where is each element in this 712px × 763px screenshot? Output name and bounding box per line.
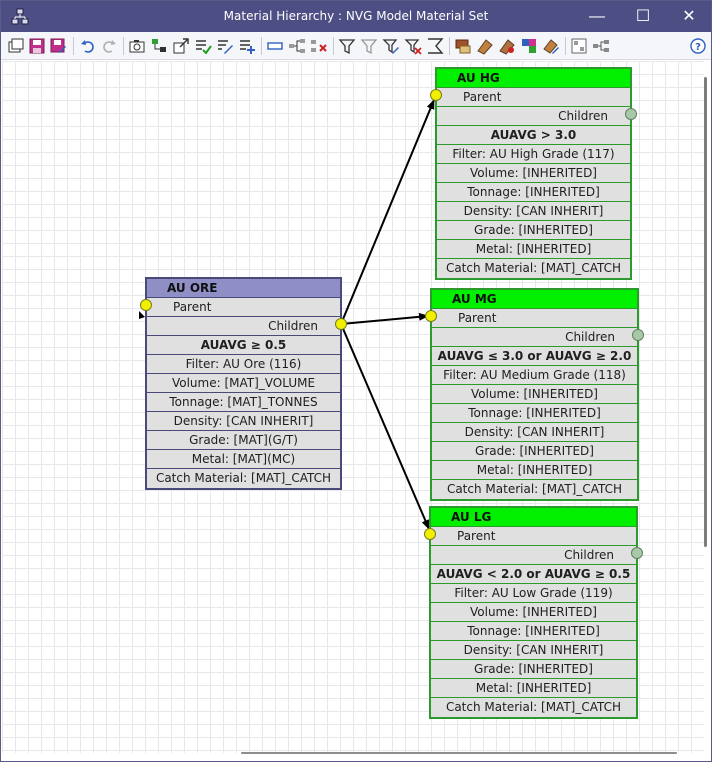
close-button[interactable]: ✕ [682, 8, 696, 25]
parent-connector[interactable] [425, 310, 437, 322]
catch-material-value: Catch Material: [MAT]_CATCH [445, 261, 622, 275]
tree-icon[interactable] [150, 37, 168, 55]
undo-icon[interactable] [79, 37, 97, 55]
svg-text:?: ? [695, 42, 701, 53]
funnel-sum-icon[interactable] [426, 37, 444, 55]
children-port-label: Children [437, 107, 630, 126]
children-port-label: Children [432, 328, 637, 347]
new-window-icon[interactable] [7, 37, 25, 55]
filter-icon[interactable] [338, 37, 356, 55]
node-au-lg[interactable]: AU LG Parent Children AUAVG < 2.0 or AUA… [429, 506, 638, 719]
node-title[interactable]: AU LG [431, 508, 636, 527]
rule-expression: AUAVG ≥ 0.5 [147, 336, 340, 355]
filter-value: Filter: AU High Grade (117) [437, 145, 630, 164]
grade-value: Grade: [MAT](G/T) [147, 431, 340, 450]
tonnage-value: Tonnage: [INHERITED] [437, 183, 630, 202]
tonnage-value: Tonnage: [INHERITED] [432, 404, 637, 423]
hierarchy-icon[interactable] [288, 37, 306, 55]
pencil-icon[interactable] [216, 37, 234, 55]
parent-port-label: Parent [432, 309, 637, 328]
checklist-icon[interactable] [194, 37, 212, 55]
maximize-button[interactable]: ☐ [635, 8, 651, 25]
redo-icon[interactable] [100, 37, 118, 55]
grade-value: Grade: [INHERITED] [431, 660, 636, 679]
material-2-icon[interactable] [476, 37, 494, 55]
grade-value: Grade: [INHERITED] [437, 221, 630, 240]
volume-value: Volume: [INHERITED] [437, 164, 630, 183]
save-icon[interactable] [28, 37, 46, 55]
catch-material-value: Catch Material: [MAT]_CATCH [445, 700, 622, 714]
add-node-icon[interactable] [238, 37, 256, 55]
node-au-ore[interactable]: AU ORE Parent Children AUAVG ≥ 0.5 Filte… [145, 277, 342, 490]
hierarchy-app-icon [11, 8, 29, 26]
density-value: Density: [CAN INHERIT] [431, 641, 636, 660]
node-title[interactable]: AU MG [432, 290, 637, 309]
window-title: Material Hierarchy : NVG Model Material … [223, 9, 489, 23]
rule-expression: AUAVG ≤ 3.0 or AUAVG ≥ 2.0 [432, 347, 637, 366]
vertical-scrollbar[interactable] [704, 77, 707, 547]
filter-value: Filter: AU Ore (116) [147, 355, 340, 374]
rule-expression: AUAVG < 2.0 or AUAVG ≥ 0.5 [431, 565, 636, 584]
metal-value: Metal: [INHERITED] [431, 679, 636, 698]
tree-layout-icon[interactable] [592, 37, 610, 55]
children-connector[interactable] [631, 547, 643, 559]
catch-material-value: Catch Material: [MAT]_CATCH [155, 471, 332, 485]
parent-connector[interactable] [424, 528, 436, 540]
rectangle-icon[interactable] [266, 37, 284, 55]
material-1-icon[interactable] [454, 37, 472, 55]
filter-edit-icon[interactable] [382, 37, 400, 55]
volume-value: Volume: [INHERITED] [431, 603, 636, 622]
help-icon[interactable]: ? [689, 37, 707, 55]
material-5-icon[interactable] [542, 37, 560, 55]
filter-value: Filter: AU Low Grade (119) [431, 584, 636, 603]
node-title[interactable]: AU ORE [147, 279, 340, 298]
tonnage-value: Tonnage: [MAT]_TONNES [147, 393, 340, 412]
density-value: Density: [CAN INHERIT] [432, 423, 637, 442]
minimize-button[interactable]: — [589, 8, 605, 25]
children-connector[interactable] [625, 108, 637, 120]
children-port-label: Children [147, 317, 340, 336]
save-as-icon[interactable] [49, 37, 67, 55]
catch-material-value: Catch Material: [MAT]_CATCH [446, 482, 623, 496]
material-3-icon[interactable] [498, 37, 516, 55]
title-bar[interactable]: Material Hierarchy : NVG Model Material … [1, 1, 711, 32]
toolbar: ? [1, 32, 711, 60]
parent-port-label: Parent [431, 527, 636, 546]
material-4-icon[interactable] [520, 37, 538, 55]
camera-icon[interactable] [128, 37, 146, 55]
density-value: Density: [CAN INHERIT] [437, 202, 630, 221]
parent-port-label: Parent [147, 298, 340, 317]
children-port-label: Children [431, 546, 636, 565]
metal-value: Metal: [INHERITED] [432, 461, 637, 480]
delete-node-icon[interactable] [310, 37, 328, 55]
volume-value: Volume: [INHERITED] [432, 385, 637, 404]
filter-clear-icon[interactable] [360, 37, 378, 55]
grade-value: Grade: [INHERITED] [432, 442, 637, 461]
metal-value: Metal: [INHERITED] [437, 240, 630, 259]
density-value: Density: [CAN INHERIT] [147, 412, 340, 431]
children-connector[interactable] [335, 318, 347, 330]
rule-expression: AUAVG > 3.0 [437, 126, 630, 145]
filter-remove-icon[interactable] [404, 37, 422, 55]
horizontal-scrollbar[interactable] [241, 752, 677, 754]
volume-value: Volume: [MAT]_VOLUME [147, 374, 340, 393]
parent-connector[interactable] [430, 89, 442, 101]
children-connector[interactable] [632, 329, 644, 341]
tonnage-value: Tonnage: [INHERITED] [431, 622, 636, 641]
parent-connector[interactable] [140, 299, 152, 311]
parent-port-label: Parent [437, 88, 630, 107]
node-title[interactable]: AU HG [437, 69, 630, 88]
node-au-hg[interactable]: AU HG Parent Children AUAVG > 3.0 Filter… [435, 67, 632, 280]
expand-icon[interactable] [172, 37, 190, 55]
metal-value: Metal: [MAT](MC) [147, 450, 340, 469]
node-au-mg[interactable]: AU MG Parent Children AUAVG ≤ 3.0 or AUA… [430, 288, 639, 501]
layout-icon[interactable] [570, 37, 588, 55]
filter-value: Filter: AU Medium Grade (118) [432, 366, 637, 385]
